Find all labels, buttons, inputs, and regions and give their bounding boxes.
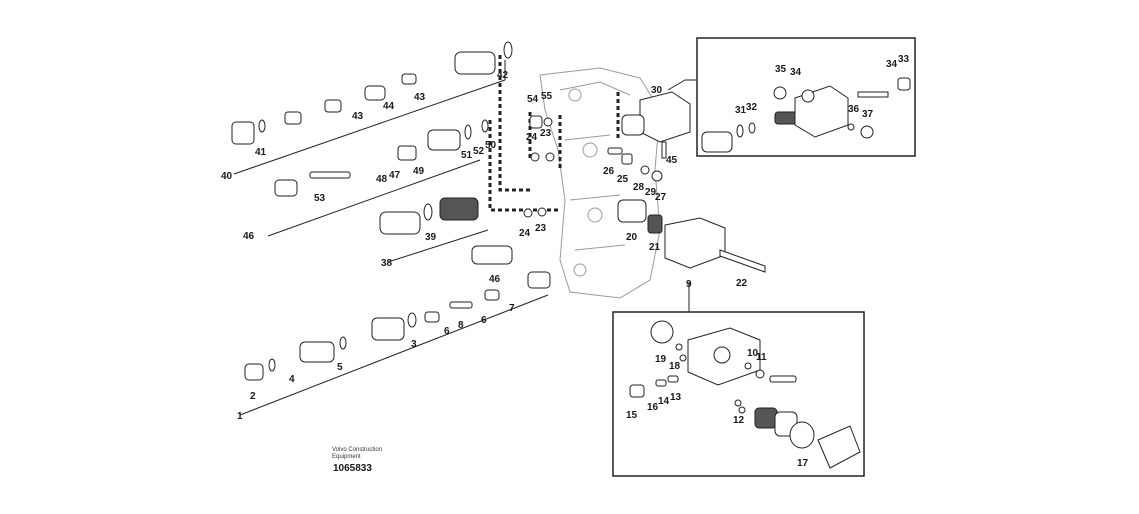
callout-23b: 23	[535, 223, 547, 234]
callout-53: 53	[314, 193, 326, 204]
callout-30: 30	[651, 85, 663, 96]
callout-47: 47	[389, 170, 401, 181]
callout-34b: 34	[886, 59, 898, 70]
valve-block-30	[621, 79, 696, 159]
callout-37: 37	[862, 109, 874, 120]
callout-12: 12	[733, 415, 745, 426]
callout-45: 45	[666, 155, 678, 166]
callout-18: 18	[669, 361, 681, 372]
drawing-number: 1065833	[333, 463, 372, 474]
callout-1: 1	[237, 411, 243, 422]
callout-6b: 6	[481, 315, 487, 326]
callout-52: 52	[473, 146, 485, 157]
callout-43a: 43	[352, 111, 364, 122]
callout-3: 3	[411, 339, 417, 350]
callout-40: 40	[221, 171, 233, 182]
callout-9: 9	[686, 279, 692, 290]
callout-50: 50	[485, 140, 497, 151]
brand-caption: Volvo Construction Equipment	[332, 447, 382, 461]
callout-55: 55	[541, 91, 553, 102]
callout-28: 28	[633, 182, 645, 193]
callout-42: 42	[497, 70, 509, 81]
callout-4: 4	[289, 374, 295, 385]
callout-24a: 24	[526, 132, 538, 143]
callout-10: 10	[747, 348, 759, 359]
callout-19: 19	[655, 354, 667, 365]
small-parts-23-29	[523, 115, 663, 218]
callout-11: 11	[756, 352, 767, 363]
callout-36: 36	[848, 104, 860, 115]
callout-54: 54	[527, 94, 539, 105]
callout-46b: 46	[489, 274, 501, 285]
callout-21: 21	[649, 242, 661, 253]
callout-8: 8	[458, 320, 464, 331]
callout-44: 44	[383, 101, 395, 112]
callout-5: 5	[337, 362, 343, 373]
callout-labels: 1 2 3 4 5 6 6 7 8 9 10 11 12 13 14 15 16…	[221, 54, 910, 469]
callout-43b: 43	[414, 92, 426, 103]
callout-38: 38	[381, 258, 393, 269]
callout-48: 48	[376, 174, 388, 185]
callout-49: 49	[413, 166, 425, 177]
callout-32: 32	[746, 102, 758, 113]
callout-20: 20	[626, 232, 638, 243]
callout-27: 27	[655, 192, 667, 203]
callout-22: 22	[736, 278, 748, 289]
callout-6a: 6	[444, 326, 450, 337]
callout-17: 17	[797, 458, 809, 469]
spool-group-40	[231, 41, 513, 175]
callout-39: 39	[425, 232, 437, 243]
callout-35: 35	[775, 64, 787, 75]
callout-41: 41	[255, 147, 267, 158]
spool-group-38	[379, 197, 489, 263]
callout-31: 31	[735, 105, 747, 116]
spool-group-46b	[471, 245, 513, 265]
valve-block-9	[617, 199, 766, 273]
detail-box-9	[612, 282, 865, 477]
detail-box-30	[696, 37, 916, 157]
callout-25: 25	[617, 174, 629, 185]
callout-2: 2	[250, 391, 256, 402]
spool-group-46	[267, 119, 489, 237]
spool-group-1	[239, 271, 551, 416]
callout-14: 14	[658, 396, 670, 407]
callout-16: 16	[647, 402, 659, 413]
callout-15: 15	[626, 410, 638, 421]
callout-51: 51	[461, 150, 473, 161]
callout-26: 26	[603, 166, 615, 177]
callout-34a: 34	[790, 67, 802, 78]
callout-29: 29	[645, 187, 657, 198]
callout-13: 13	[670, 392, 682, 403]
callout-24b: 24	[519, 228, 531, 239]
brand-line-2: Equipment	[332, 454, 361, 460]
brand-line-1: Volvo Construction	[332, 447, 383, 453]
callout-23a: 23	[540, 128, 552, 139]
callout-7: 7	[509, 303, 515, 314]
callout-46a: 46	[243, 231, 255, 242]
callout-33: 33	[898, 54, 910, 65]
